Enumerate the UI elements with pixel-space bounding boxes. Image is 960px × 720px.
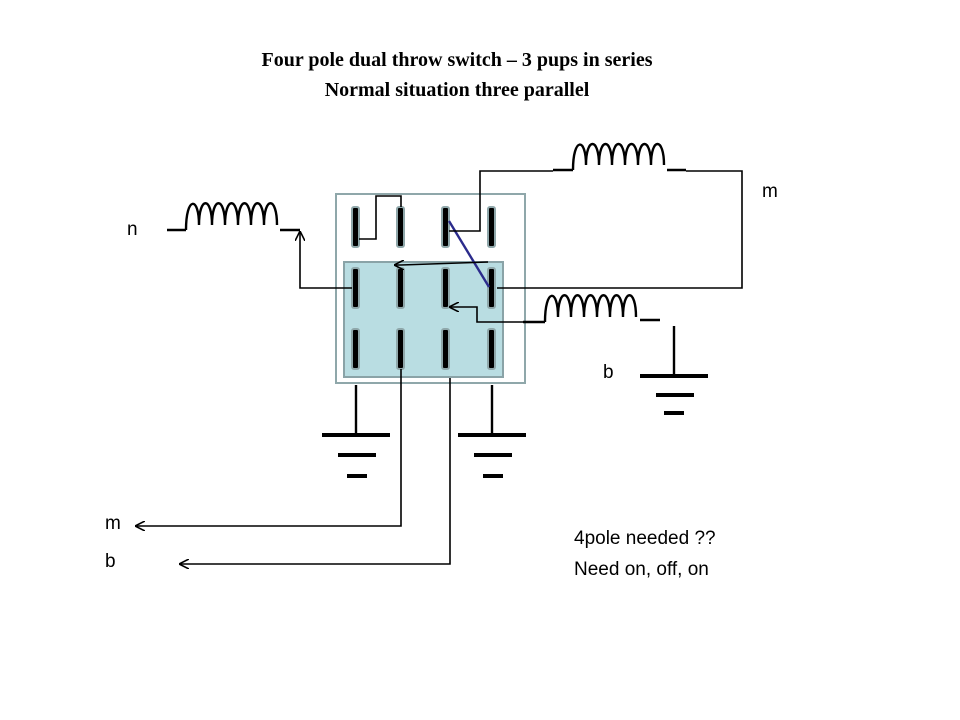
contact-mid-1 xyxy=(351,267,360,309)
contact-bot-4 xyxy=(487,328,496,370)
jumper-wire xyxy=(359,195,402,240)
wire-out-b xyxy=(180,378,451,564)
label-b-right: b xyxy=(603,362,614,383)
contact-mid-3 xyxy=(441,267,450,309)
ground-symbol-b xyxy=(640,326,708,415)
wire-b-to-switch xyxy=(450,307,523,323)
label-m-out: m xyxy=(105,513,121,534)
switch-contacts xyxy=(351,206,496,370)
pickup-coil-n xyxy=(167,202,300,232)
ground-symbol-right xyxy=(458,385,526,478)
wire-m-left xyxy=(449,170,553,232)
wire-m-return xyxy=(395,262,489,265)
contact-bot-1 xyxy=(351,328,360,370)
pickup-coil-b xyxy=(523,294,660,324)
title-line-1: Four pole dual throw switch – 3 pups in … xyxy=(261,49,653,71)
contact-bot-2 xyxy=(396,328,405,370)
wire-m-right xyxy=(497,170,743,289)
title-line-2: Normal situation three parallel xyxy=(324,79,590,101)
note-line-1: 4pole needed ?? xyxy=(574,528,716,549)
contact-mid-4 xyxy=(487,267,496,309)
pickup-coil-m xyxy=(553,143,686,172)
contact-top-2 xyxy=(396,206,405,248)
label-n: n xyxy=(127,219,138,240)
note-line-2: Need on, off, on xyxy=(574,559,709,580)
switch-body xyxy=(343,261,504,378)
contact-top-3 xyxy=(441,206,450,248)
ground-symbol-left xyxy=(322,385,390,478)
contact-mid-2 xyxy=(396,267,405,309)
contact-top-4 xyxy=(487,206,496,248)
diagonal-jumper xyxy=(447,220,491,288)
contact-bot-3 xyxy=(441,328,450,370)
contact-top-1 xyxy=(351,206,360,248)
label-b-out: b xyxy=(105,551,116,572)
label-m-top: m xyxy=(762,181,778,202)
wire-out-m xyxy=(136,369,402,526)
wire-n-to-switch xyxy=(300,232,352,289)
